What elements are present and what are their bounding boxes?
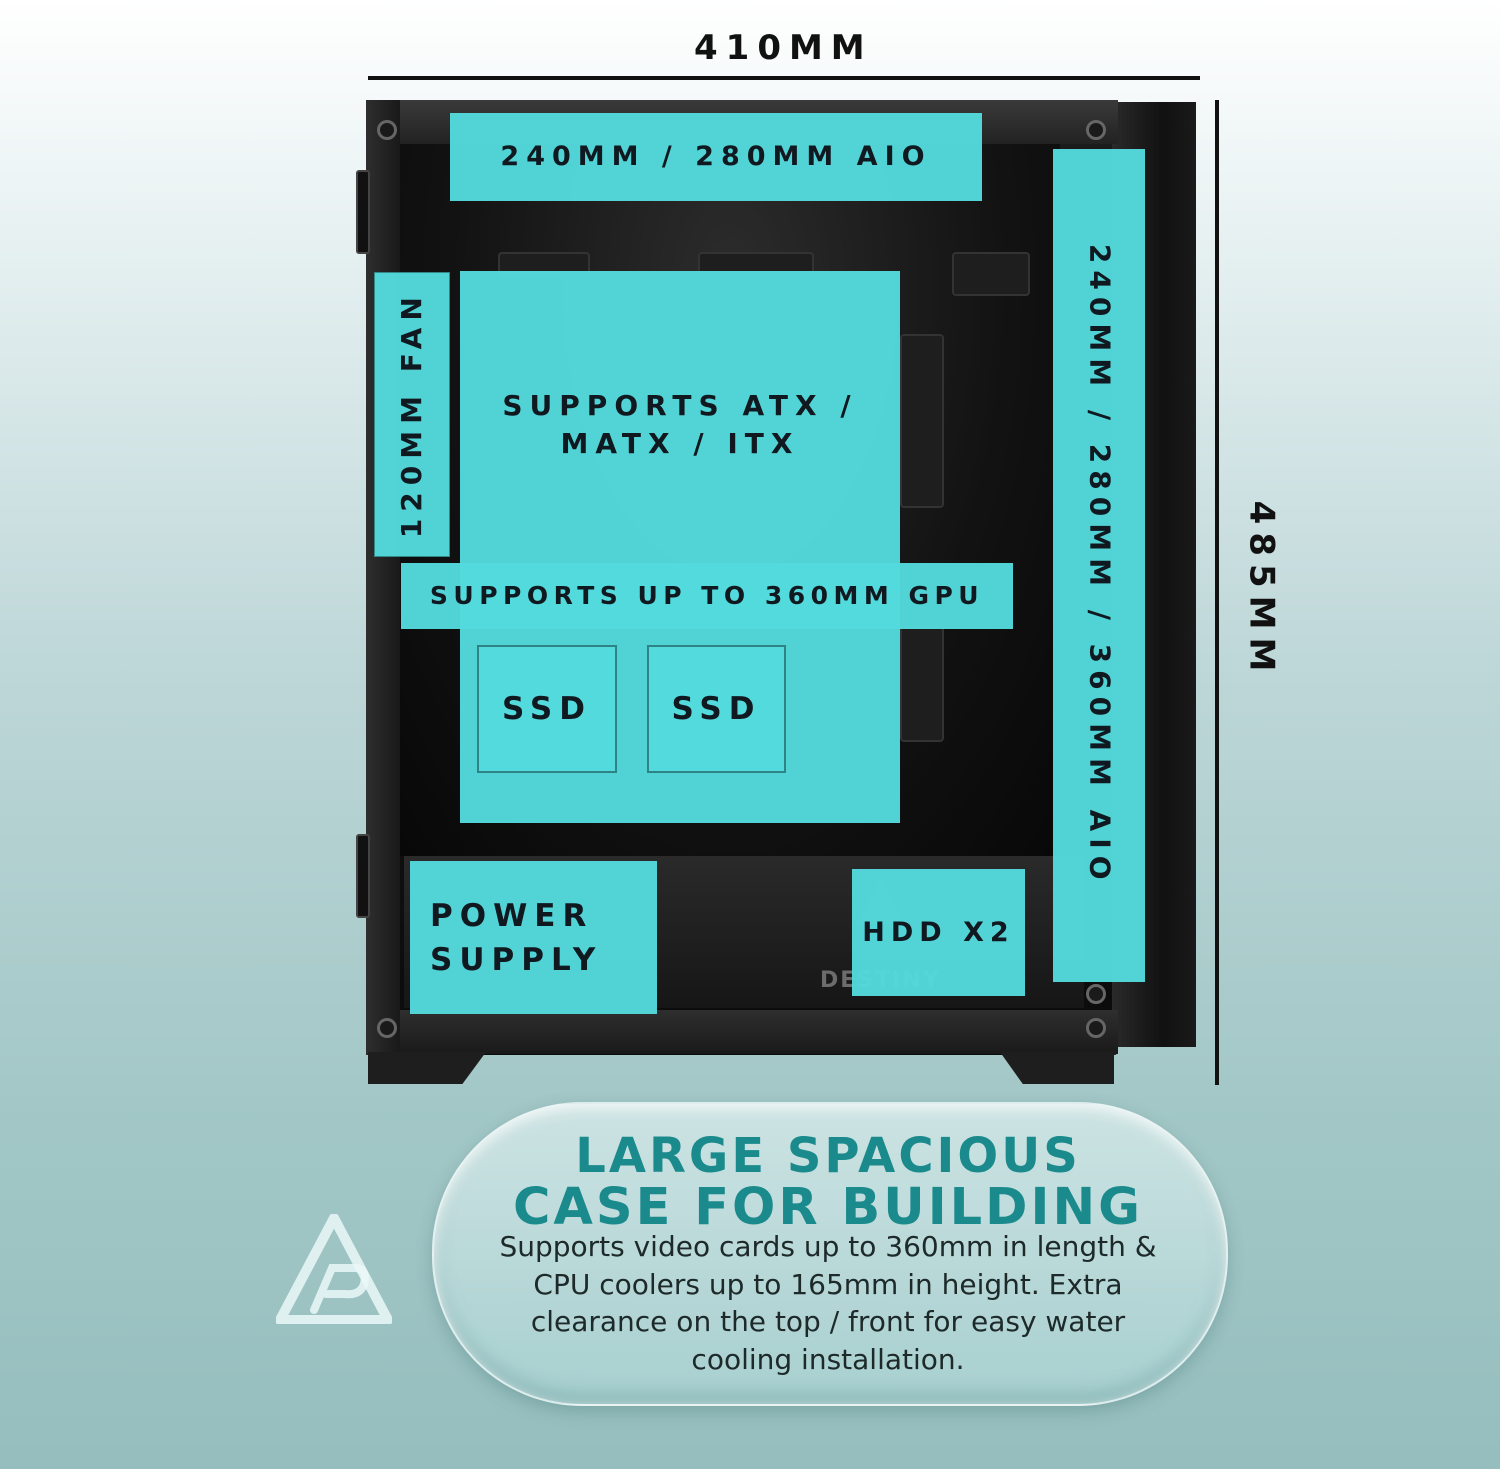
- gpu-label: SUPPORTS UP TO 360MM GPU: [429, 580, 985, 610]
- ssd-slot-2: SSD: [647, 645, 786, 773]
- front-radiator-zone: 240MM / 280MM / 360MM AIO: [1053, 149, 1145, 982]
- case-bottom-rail: [366, 1010, 1118, 1054]
- top-radiator-zone: 240MM / 280MM AIO: [450, 113, 982, 201]
- top-vent: [952, 252, 1030, 296]
- cable-cutout-bottom: [900, 626, 944, 742]
- brand-triangle-logo-icon: [276, 1214, 392, 1324]
- motherboard-label: SUPPORTS ATX / MATX / ITX: [502, 389, 858, 460]
- ssd-label: SSD: [502, 690, 592, 727]
- promo-pill: [432, 1102, 1228, 1406]
- hinge-icon: [356, 170, 370, 254]
- case-rear-rail: [366, 100, 400, 1055]
- promo-body-text: Supports video cards up to 360mm in leng…: [499, 1230, 1157, 1376]
- screw-icon: [377, 1018, 397, 1038]
- hdd-zone: HDD X2: [852, 869, 1025, 996]
- promo-title-line2: CASE FOR BUILDING: [512, 1178, 1144, 1237]
- psu-zone: POWER SUPPLY: [410, 861, 657, 1014]
- hdd-label: HDD X2: [862, 916, 1015, 948]
- rear-fan-label: 120MM FAN: [394, 290, 428, 539]
- height-dimension-line: [1215, 100, 1219, 1085]
- promo-title-line1: LARGE SPACIOUS: [575, 1128, 1081, 1184]
- width-dimension-line: [368, 76, 1200, 80]
- ssd-slot-1: SSD: [477, 645, 617, 773]
- height-dimension-label: 485MM: [1241, 500, 1282, 680]
- screw-icon: [377, 120, 397, 140]
- rear-fan-zone: 120MM FAN: [374, 272, 450, 557]
- front-radiator-label: 240MM / 280MM / 360MM AIO: [1083, 244, 1117, 887]
- screw-icon: [1086, 120, 1106, 140]
- case-foot-right: [1000, 1052, 1114, 1084]
- screw-icon: [1086, 984, 1106, 1004]
- width-dimension-label: 410MM: [694, 28, 873, 68]
- top-radiator-label: 240MM / 280MM AIO: [500, 141, 932, 173]
- case-foot-left: [368, 1052, 486, 1084]
- psu-label: POWER SUPPLY: [430, 897, 603, 978]
- ssd-label: SSD: [671, 690, 762, 727]
- screw-icon: [1086, 1018, 1106, 1038]
- gpu-zone: SUPPORTS UP TO 360MM GPU: [401, 563, 1013, 629]
- hinge-icon: [356, 834, 370, 918]
- cable-cutout-top: [900, 334, 944, 508]
